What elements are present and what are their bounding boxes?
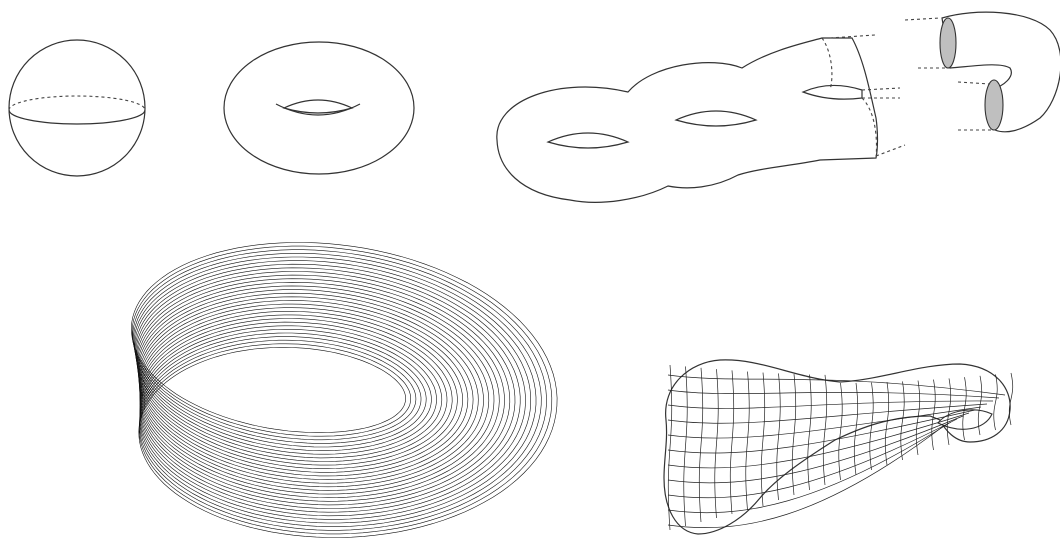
mobius-line (134, 253, 541, 443)
klein-mesh-line (994, 374, 997, 430)
mobius-line (135, 264, 524, 454)
hole-1 (548, 133, 628, 148)
mobius-line (140, 322, 520, 512)
klein-mesh-line (715, 369, 718, 518)
mobius-line (140, 308, 500, 498)
mobius-line (134, 257, 535, 447)
klein-mesh-line (730, 370, 733, 514)
klein-mesh-line (668, 404, 987, 423)
cut-ext-2 (862, 88, 900, 90)
klein-mesh-line (932, 380, 935, 450)
hole-2 (676, 111, 756, 126)
mobius-line (138, 282, 499, 472)
klein-mesh-line (839, 383, 842, 480)
mobius-line (139, 297, 483, 487)
cut-ext-1 (830, 35, 875, 38)
hole-3 (803, 85, 862, 99)
sphere-equator-front (9, 110, 145, 124)
klein-mesh-line (792, 374, 795, 495)
cut-line-2 (862, 98, 876, 158)
handle-cut-face-1 (940, 18, 956, 68)
mobius-line (140, 326, 526, 516)
handle-ext-3 (958, 82, 990, 84)
mobius-line (139, 290, 488, 480)
klein-mesh-line (668, 365, 671, 530)
handle-cut-face-2 (985, 80, 1003, 130)
mobius-line (137, 279, 503, 469)
torus-figure (224, 42, 414, 174)
mobius-line (140, 333, 536, 523)
handle-ext-1 (905, 18, 940, 20)
mobius-figure (131, 243, 557, 538)
klein-mouth (938, 410, 992, 429)
klein-mesh-line (668, 416, 963, 483)
sphere-equator-back (9, 96, 145, 110)
multi-genus-figure (497, 35, 905, 202)
sphere-figure (9, 40, 145, 176)
klein-mesh-line (684, 366, 687, 526)
klein-mesh-line (808, 375, 811, 490)
klein-figure (664, 360, 1013, 534)
klein-mesh-line (699, 368, 702, 522)
sphere-outline (9, 40, 145, 176)
mobius-line (136, 268, 520, 458)
torus-hole (284, 100, 352, 113)
klein-mesh-line (746, 372, 749, 510)
klein-mesh-line (823, 375, 826, 485)
klein-mesh-line (761, 373, 764, 506)
klein-mesh-line (870, 383, 873, 470)
klein-mesh-line (963, 377, 966, 440)
klein-mesh-line (854, 383, 857, 475)
cut-ext-4 (876, 145, 905, 156)
mobius-line (139, 293, 483, 483)
cut-line-1 (822, 38, 832, 90)
klein-mesh (668, 365, 1013, 530)
klein-mesh-line (777, 373, 780, 500)
handle-piece-figure (905, 12, 1060, 132)
klein-mesh-line (668, 375, 1005, 395)
